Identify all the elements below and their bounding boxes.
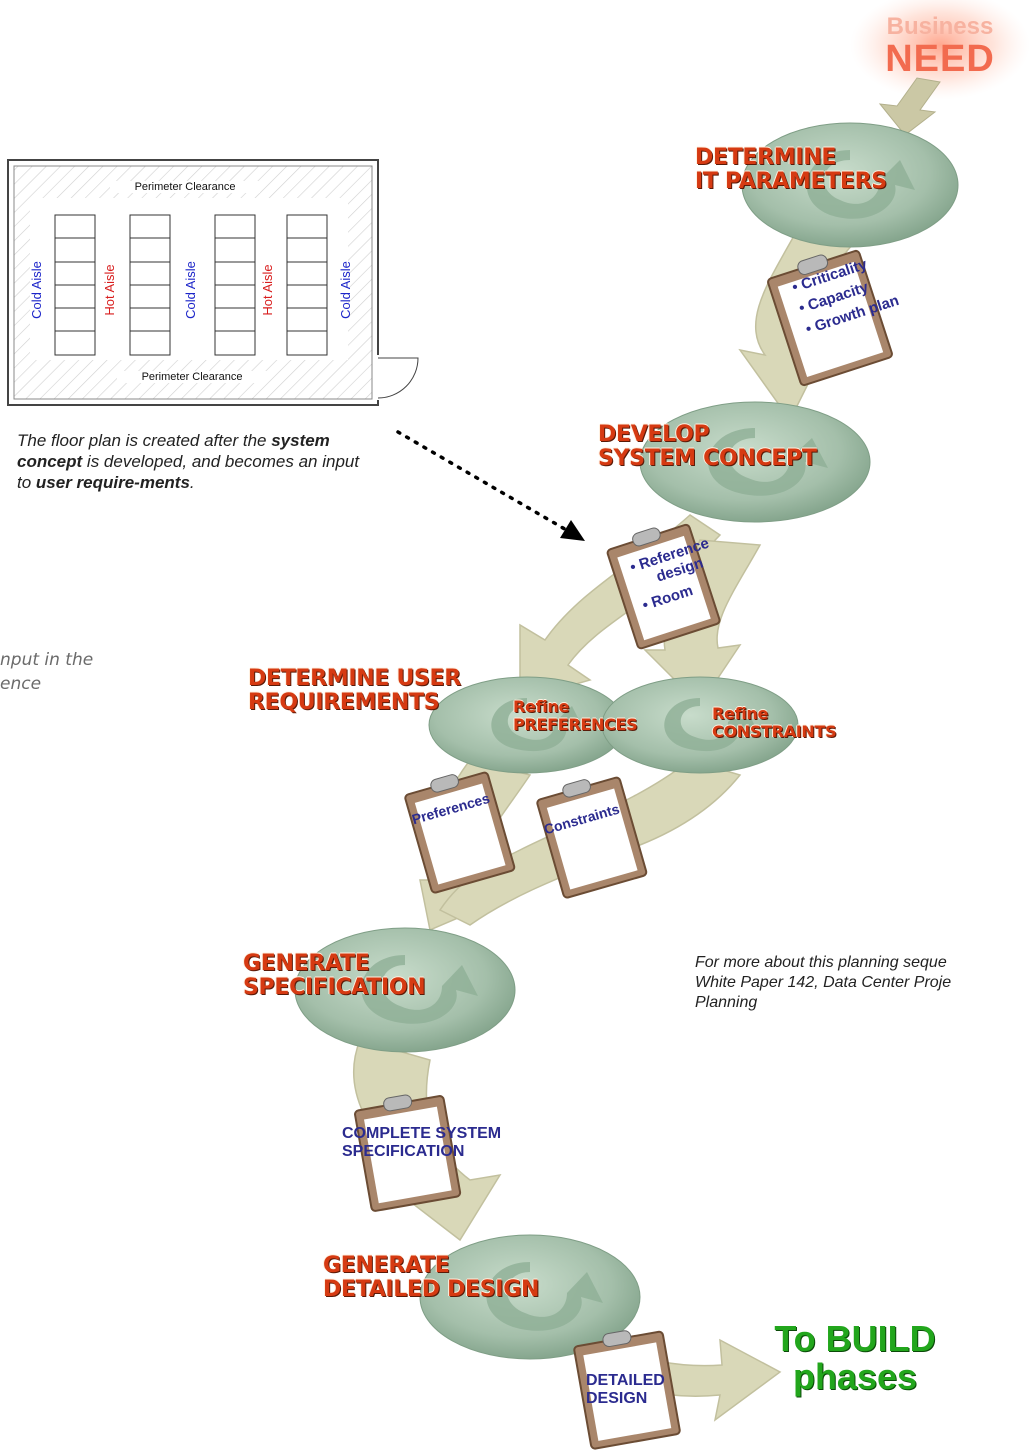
swirl-detailed-design xyxy=(419,1234,641,1360)
dotted-arrow-head xyxy=(560,520,585,541)
stage-specification-line1: GENERATE xyxy=(243,951,370,976)
cropped-side-note: nput in the ence xyxy=(0,648,93,696)
note-text-3: . xyxy=(189,473,195,492)
dotted-arrow xyxy=(396,430,577,537)
stage-detailed-design: GENERATE DETAILED DESIGN xyxy=(323,1254,539,1302)
clipboard-specification-line1: COMPLETE SYSTEM xyxy=(342,1125,502,1142)
floor-plan-bottom-label: Perimeter Clearance xyxy=(117,371,267,383)
clipboard-specification-line2: SPECIFICATION xyxy=(342,1143,465,1160)
floor-plan xyxy=(7,159,419,406)
need-arrow xyxy=(878,77,941,136)
cropped-side-note-line2: ence xyxy=(0,674,42,694)
stage-it-parameters-line1: DETERMINE xyxy=(695,145,837,170)
stage-system-concept-line2: SYSTEM CONCEPT xyxy=(598,446,817,471)
door-swing xyxy=(377,357,419,399)
more-info-line1: For more about this planning seque xyxy=(695,954,947,971)
aisle-label-3: Cold Aisle xyxy=(183,261,198,319)
more-info-line3: Planning xyxy=(695,994,758,1011)
floor-plan-note: The floor plan is created after the syst… xyxy=(17,430,362,493)
stage-user-requirements: DETERMINE USER REQUIREMENTS xyxy=(248,667,461,715)
stage-detailed-design-line1: GENERATE xyxy=(323,1253,450,1278)
more-info-note: For more about this planning seque White… xyxy=(695,953,1030,1013)
clipboard-it-parameters xyxy=(767,249,893,387)
stage-system-concept-line1: DEVELOP xyxy=(598,422,710,447)
stage-it-parameters-line2: IT PARAMETERS xyxy=(695,169,887,194)
business-need: Business NEED xyxy=(870,13,1010,80)
clipboard-specification-text: COMPLETE SYSTEM SPECIFICATION xyxy=(342,1125,501,1161)
clipboard-detailed-design-line1: DETAILED xyxy=(586,1372,665,1389)
stage-system-concept: DEVELOP SYSTEM CONCEPT xyxy=(598,423,817,471)
aisle-label-4: Hot Aisle xyxy=(260,264,275,316)
note-text-2: is developed, and becomes an input to xyxy=(17,452,360,492)
clipboard-constraints xyxy=(536,776,648,899)
business-need-line2: NEED xyxy=(885,38,995,80)
stage-detailed-design-line2: DETAILED DESIGN xyxy=(323,1277,540,1302)
clipboard-preferences xyxy=(404,771,516,894)
outcome-build-phases: To BUILD phases xyxy=(755,1320,955,1396)
business-need-line1: Business xyxy=(886,13,994,40)
stage-refine-preferences-line2: PREFERENCES xyxy=(513,715,638,734)
more-info-line2: White Paper 142, Data Center Proje xyxy=(695,974,952,991)
door-opening xyxy=(374,355,382,400)
stage-refine-preferences: Refine PREFERENCES xyxy=(513,697,638,734)
swirl-refine-constraints xyxy=(601,676,799,774)
note-bold-system-concept: system concept xyxy=(17,431,330,471)
swirl-system-concept xyxy=(639,401,871,523)
stage-refine-constraints: Refine CONSTRAINTS xyxy=(712,704,837,741)
clipboard-detailed-design-text: DETAILED DESIGN xyxy=(586,1372,665,1408)
stage-refine-constraints-line1: Refine xyxy=(712,704,769,723)
floor-plan-top-label: Perimeter Clearance xyxy=(110,181,260,193)
outcome-line2: phases xyxy=(792,1356,918,1397)
stage-specification: GENERATE SPECIFICATION xyxy=(243,951,426,1000)
clipboard-specification xyxy=(354,1094,462,1212)
note-bold-user-requirements: user require-ments xyxy=(35,473,190,492)
aisle-label-2: Hot Aisle xyxy=(102,264,117,316)
business-need-glow xyxy=(850,0,1030,100)
clipboard-detailed-design xyxy=(573,1330,681,1450)
stage-it-parameters: DETERMINE IT PARAMETERS xyxy=(695,146,887,194)
stage-user-requirements-line2: REQUIREMENTS xyxy=(248,690,440,715)
clipboard-system-concept xyxy=(606,523,721,650)
outcome-line1: To BUILD xyxy=(774,1318,936,1359)
aisle-label-1: Cold Aisle xyxy=(29,261,44,319)
stage-refine-preferences-line1: Refine xyxy=(513,697,570,716)
cropped-side-note-line1: nput in the xyxy=(0,650,94,670)
clipboard-detailed-design-line2: DESIGN xyxy=(586,1390,648,1407)
stage-specification-line2: SPECIFICATION xyxy=(243,975,426,1000)
swirl-it-parameters xyxy=(741,122,959,248)
aisle-label-5: Cold Aisle xyxy=(338,261,353,319)
stage-refine-constraints-line2: CONSTRAINTS xyxy=(712,722,837,741)
swirl-specification xyxy=(294,927,516,1053)
note-text-1: The floor plan is created after the xyxy=(17,431,272,450)
stage-user-requirements-line1: DETERMINE USER xyxy=(248,666,461,691)
